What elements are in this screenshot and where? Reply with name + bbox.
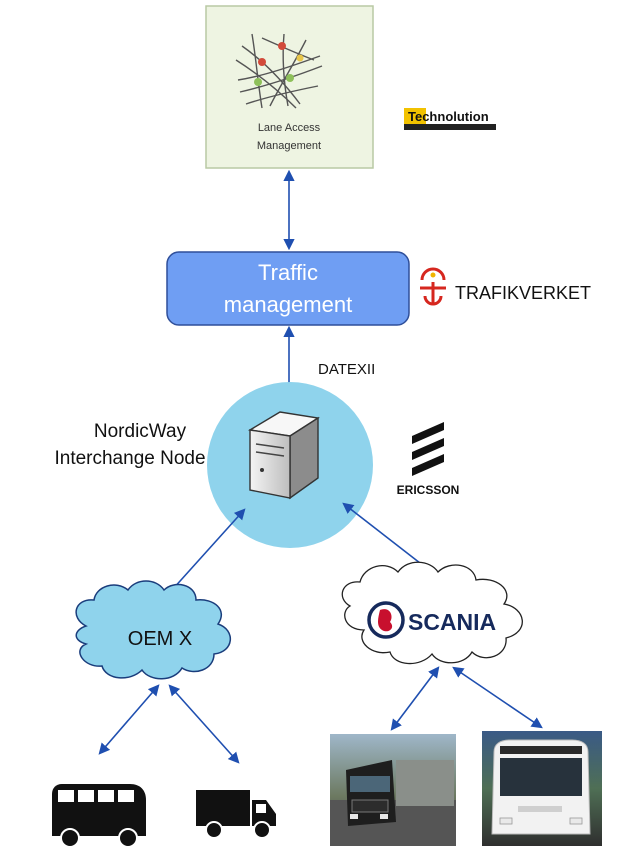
lane-access-label-line1: Lane Access — [258, 122, 321, 134]
map-node-dot — [278, 42, 286, 50]
lane-access-management-box: Lane Access Management — [205, 5, 374, 169]
scania-truck-photo — [330, 734, 456, 846]
traffic-management-box: Traffic management — [166, 251, 410, 326]
bus-icon — [52, 784, 146, 846]
scania-cloud: SCANIA — [341, 561, 523, 665]
oem-cloud-label: OEM X — [128, 628, 192, 650]
lane-access-label-line2: Management — [257, 140, 321, 152]
arrow-oem-to-bus — [98, 684, 160, 755]
server-icon — [247, 411, 320, 500]
arrow-scania-to-truck-photo — [390, 666, 440, 731]
arrow-scania-to-bus-photo — [452, 666, 543, 729]
technolution-text: Technolution — [408, 109, 489, 124]
traffic-management-line2: management — [224, 292, 352, 317]
trafikverket-text: TRAFIKVERKET — [455, 283, 591, 303]
trafikverket-logo: TRAFIKVERKET — [420, 267, 591, 306]
trafikverket-crest-icon — [420, 267, 446, 306]
ericsson-logo-icon — [412, 422, 444, 476]
road-network-map — [235, 33, 323, 109]
map-node-dot — [254, 78, 262, 86]
interchange-node-line2: Interchange Node — [54, 448, 205, 469]
protocol-label: DATEXII — [318, 361, 375, 378]
scania-bus-photo — [482, 731, 602, 846]
scania-griffin-icon — [367, 601, 405, 639]
ericsson-text: ERICSSON — [397, 483, 460, 497]
arrow-oem-to-truck — [168, 684, 240, 764]
oem-cloud: OEM X — [75, 580, 231, 680]
map-node-dot — [286, 74, 294, 82]
technolution-logo: Technolution — [404, 108, 496, 130]
truck-icon — [196, 790, 276, 839]
interchange-node-line1: NordicWay — [94, 421, 187, 442]
map-node-dot — [296, 54, 304, 62]
traffic-management-line1: Traffic — [258, 260, 318, 285]
ericsson-logo: ERICSSON — [397, 422, 460, 497]
scania-text: SCANIA — [408, 609, 496, 635]
map-node-dot — [258, 58, 266, 66]
